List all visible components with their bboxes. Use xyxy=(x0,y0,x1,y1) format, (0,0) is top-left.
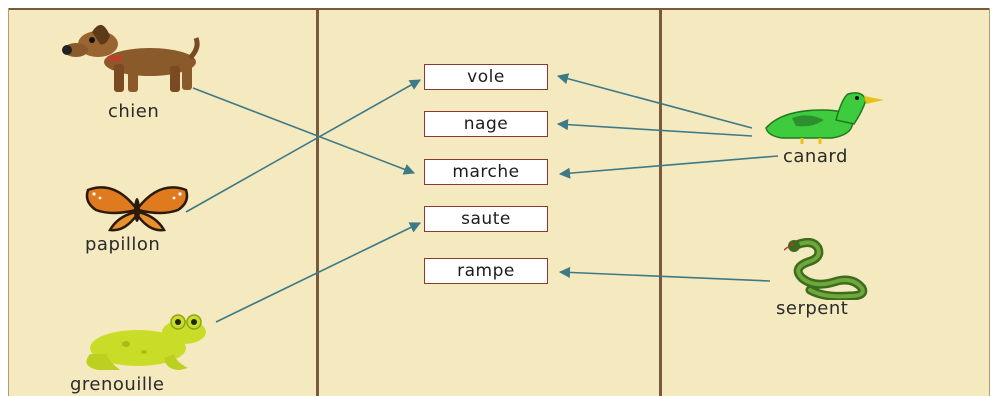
butterfly-icon xyxy=(85,186,189,232)
action-box-nage: nage xyxy=(424,111,548,137)
column-divider-left xyxy=(316,8,319,396)
label-serpent: serpent xyxy=(776,298,849,319)
action-box-rampe: rampe xyxy=(424,258,548,284)
action-box-vole: vole xyxy=(424,64,548,90)
arrow-canard-vole xyxy=(556,73,753,129)
snake-icon xyxy=(784,238,868,300)
column-divider-right xyxy=(659,8,662,396)
label-canard: canard xyxy=(783,146,848,167)
arrow-papillon-vole xyxy=(185,79,421,213)
action-box-saute: saute xyxy=(424,206,548,232)
arrow-canard-marche xyxy=(558,155,779,179)
right-border xyxy=(989,8,990,396)
top-border xyxy=(8,8,990,10)
arrow-chien-marche xyxy=(192,87,416,175)
duck-icon xyxy=(765,92,884,144)
arrow-serpent-rampe xyxy=(558,266,771,282)
label-chien: chien xyxy=(108,101,160,122)
label-grenouille: grenouille xyxy=(70,374,165,395)
frog-icon xyxy=(86,314,206,370)
left-border xyxy=(8,8,9,396)
action-box-marche: marche xyxy=(424,159,548,185)
label-papillon: papillon xyxy=(85,234,161,255)
arrow-canard-nage xyxy=(556,119,753,137)
dog-icon xyxy=(62,24,200,92)
arrow-grenouille-saute xyxy=(215,222,422,323)
